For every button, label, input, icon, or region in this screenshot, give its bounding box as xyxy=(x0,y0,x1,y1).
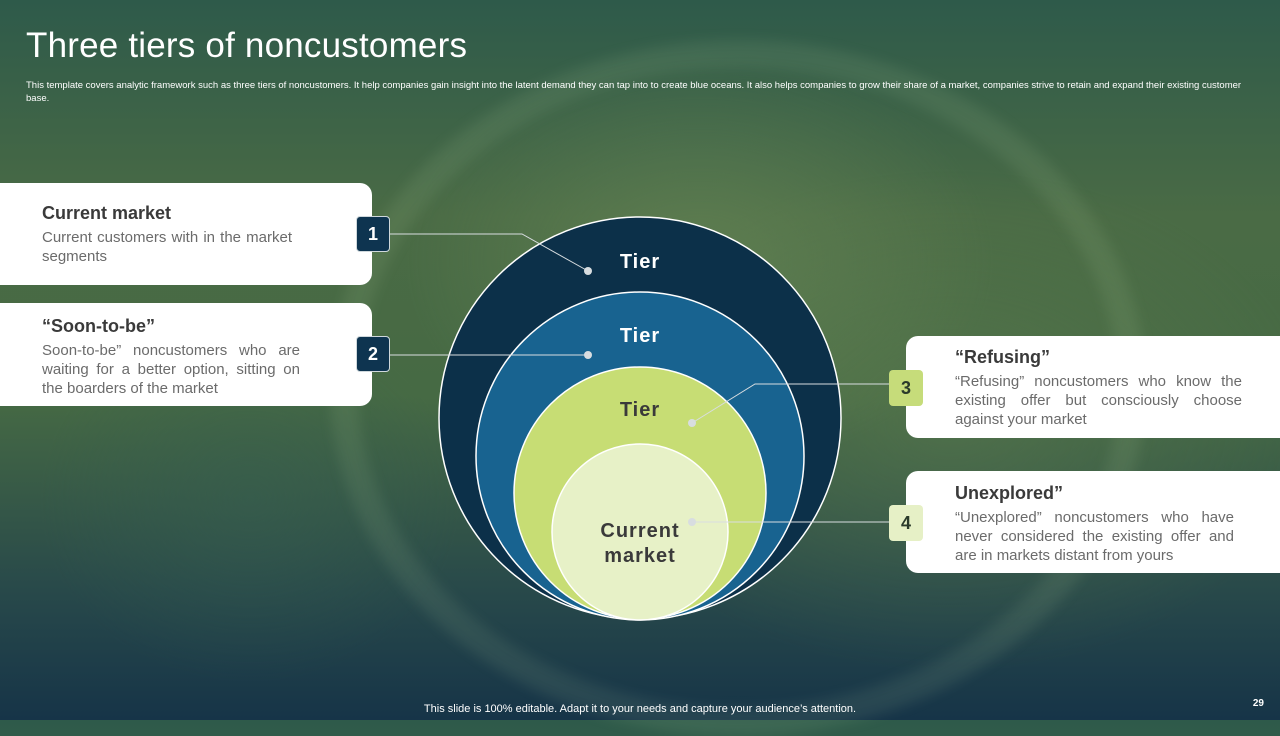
card-heading: Current market xyxy=(42,203,172,223)
tier-core xyxy=(551,443,729,621)
page-title: Three tiers of noncustomers xyxy=(26,26,468,65)
number-badge-3: 3 xyxy=(889,370,923,406)
card-heading: Unexplored” xyxy=(955,483,1064,503)
connector-3 xyxy=(691,383,890,424)
connector-dot-3 xyxy=(688,419,696,427)
page-number: 29 xyxy=(1252,698,1264,709)
card-unexplored: Unexplored” “Unexplored” noncustomers wh… xyxy=(906,471,1280,573)
footer-note: This slide is 100% editable. Adapt it to… xyxy=(423,703,857,715)
card-heading: “Soon-to-be” xyxy=(42,316,155,336)
page-subtitle: This template covers analytic framework … xyxy=(26,80,1242,104)
tier-label-third: Tier xyxy=(620,399,660,421)
tier-diagram: Tier Tier Tier Current market xyxy=(390,216,890,621)
number-badge-2: 2 xyxy=(356,336,390,372)
card-text: “Refusing” noncustomers who know the exi… xyxy=(955,373,1242,428)
tier-label-second: Tier xyxy=(620,325,660,347)
core-label-line1: Current xyxy=(600,520,679,542)
connector-dot-2 xyxy=(584,351,592,359)
connector-dot-1 xyxy=(584,267,592,275)
number-badge-4: 4 xyxy=(889,505,923,541)
card-heading: “Refusing” xyxy=(955,347,1051,367)
card-soon-to-be: “Soon-to-be” Soon-to-be” noncustomers wh… xyxy=(0,303,372,406)
card-text: Soon-to-be” noncustomers who are waiting… xyxy=(42,342,300,397)
connector-1 xyxy=(390,233,589,272)
number-badge-1: 1 xyxy=(356,216,390,252)
tier-rings xyxy=(438,216,842,621)
card-text: Current customers with in the market seg… xyxy=(42,229,292,265)
connector-dot-4 xyxy=(688,518,696,526)
connector-dots xyxy=(584,267,696,526)
tier-label-outer: Tier xyxy=(620,251,660,273)
card-current-market: Current market Current customers with in… xyxy=(0,183,372,285)
card-text: “Unexplored” noncustomers who have never… xyxy=(955,509,1234,564)
connector-lines xyxy=(390,233,890,523)
core-label-line2: market xyxy=(604,545,676,567)
card-refusing: “Refusing” “Refusing” noncustomers who k… xyxy=(906,336,1280,438)
